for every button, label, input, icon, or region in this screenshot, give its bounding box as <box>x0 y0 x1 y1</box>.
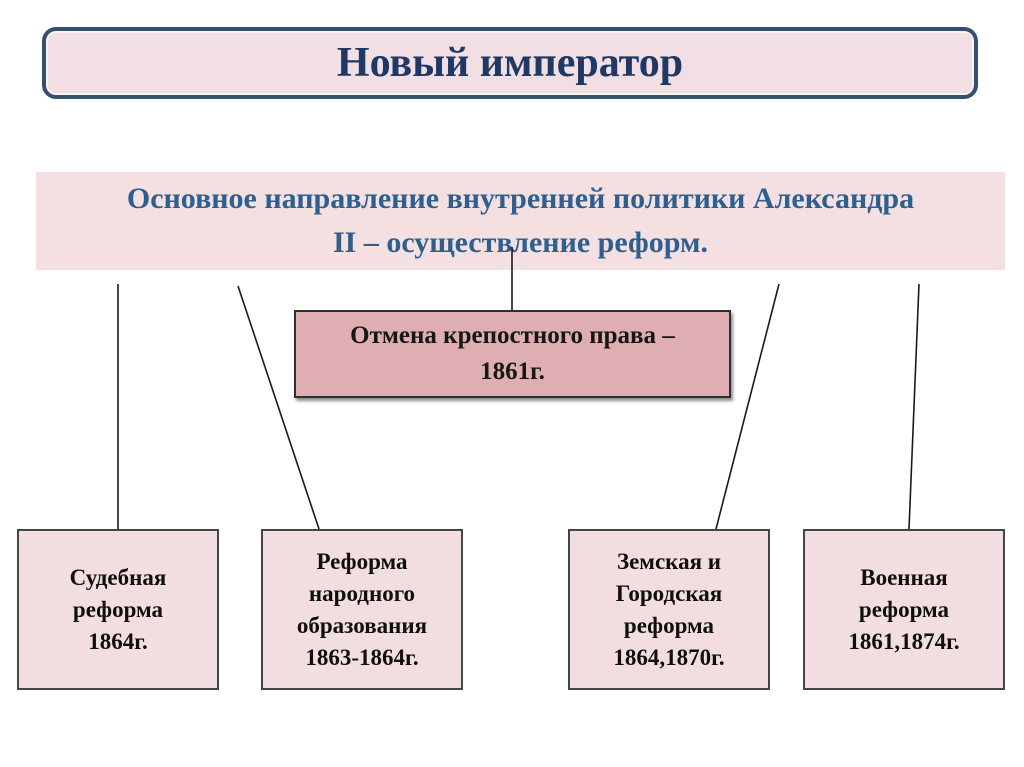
reform-box-zemstvo-city: Земская и Городская реформа 1864,1870г. <box>568 529 770 690</box>
connector-line <box>908 283 920 530</box>
reform-box-military: Военная реформа 1861,1874г. <box>803 529 1005 690</box>
abolition-of-serfdom-box: Отмена крепостного права – 1861г. <box>294 310 731 398</box>
slide-title: Новый император <box>42 27 978 99</box>
reform-box-judicial: Судебная реформа 1864г. <box>17 529 219 690</box>
main-statement: Основное направление внутренней политики… <box>36 172 1005 270</box>
reform-box-education: Реформа народного образования 1863-1864г… <box>261 529 463 690</box>
